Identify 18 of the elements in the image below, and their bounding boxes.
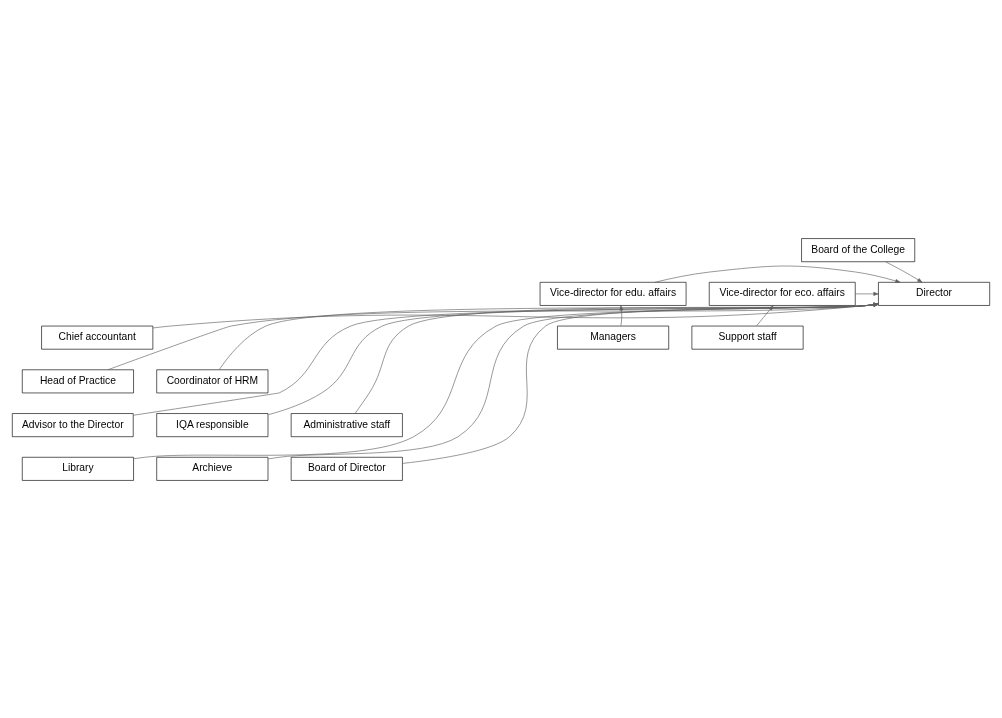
- node-box: Coordinator of HRM: [156, 368, 269, 393]
- node-box: Board of the College: [801, 237, 916, 262]
- node-box: IQA responsible: [156, 412, 269, 437]
- node-box: Director: [878, 281, 990, 306]
- node-box: Chief accountant: [41, 325, 154, 350]
- node-box: Administrative staff: [290, 412, 403, 437]
- node-box: Vice-director for eco. affairs: [708, 281, 856, 306]
- arrow: [885, 261, 923, 283]
- node-box: Support staff: [691, 325, 804, 350]
- node-box: Board of Director: [290, 456, 403, 481]
- node-box: Library: [21, 456, 134, 481]
- node-box: Managers: [557, 325, 670, 350]
- arrow: [654, 265, 901, 283]
- node-box: Head of Practice: [21, 368, 134, 393]
- node-box: Archieve: [156, 456, 269, 481]
- arrow: [855, 291, 879, 296]
- node-box: Advisor to the Director: [12, 412, 134, 437]
- node-box: Vice-director for edu. affairs: [539, 281, 687, 306]
